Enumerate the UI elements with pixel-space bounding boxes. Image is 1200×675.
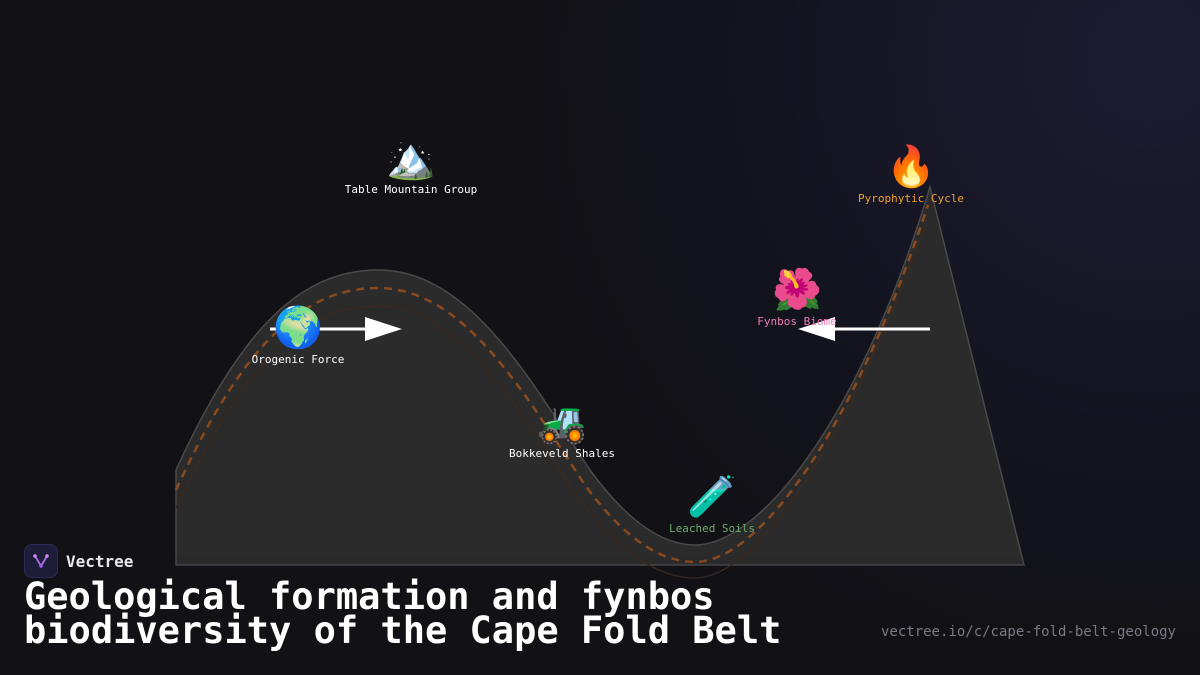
node-label-table-mountain-group: Table Mountain Group: [345, 183, 477, 196]
mountain-icon: 🏔️: [386, 136, 436, 182]
node-orogenic-force: 🌍 Orogenic Force: [252, 304, 345, 366]
node-bokkeveld-shales: 🚜 Bokkeveld Shales: [509, 400, 615, 460]
node-label-fynbos-biome: Fynbos Biome: [757, 315, 836, 328]
node-label-leached-soils: Leached Soils: [669, 522, 755, 535]
test-tube-icon: 🧪: [687, 474, 737, 520]
brand: Vectree: [24, 544, 133, 578]
node-label-pyrophytic-cycle: Pyrophytic Cycle: [858, 192, 964, 205]
node-label-orogenic-force: Orogenic Force: [252, 353, 345, 366]
node-label-bokkeveld-shales: Bokkeveld Shales: [509, 447, 615, 460]
globe-icon: 🌍: [273, 304, 323, 351]
node-pyrophytic-cycle: 🔥 Pyrophytic Cycle: [858, 143, 964, 205]
compression-arrow-left: [270, 317, 402, 341]
terrain-fold: [175, 184, 1025, 566]
source-url: vectree.io/c/cape-fold-belt-geology: [880, 624, 1176, 640]
vectree-logo-icon: [24, 544, 58, 578]
tractor-icon: 🚜: [537, 400, 587, 446]
hibiscus-icon: 🌺: [772, 266, 822, 313]
fire-icon: 🔥: [886, 143, 936, 190]
node-fynbos-biome: 🌺 Fynbos Biome: [757, 266, 836, 328]
brand-name: Vectree: [66, 551, 134, 571]
node-table-mountain-group: 🏔️ Table Mountain Group: [345, 136, 477, 196]
page-title: Geological formation and fynbos biodiver…: [24, 575, 782, 652]
compression-arrow-right: [798, 317, 930, 341]
node-leached-soils: 🧪 Leached Soils: [669, 474, 755, 535]
